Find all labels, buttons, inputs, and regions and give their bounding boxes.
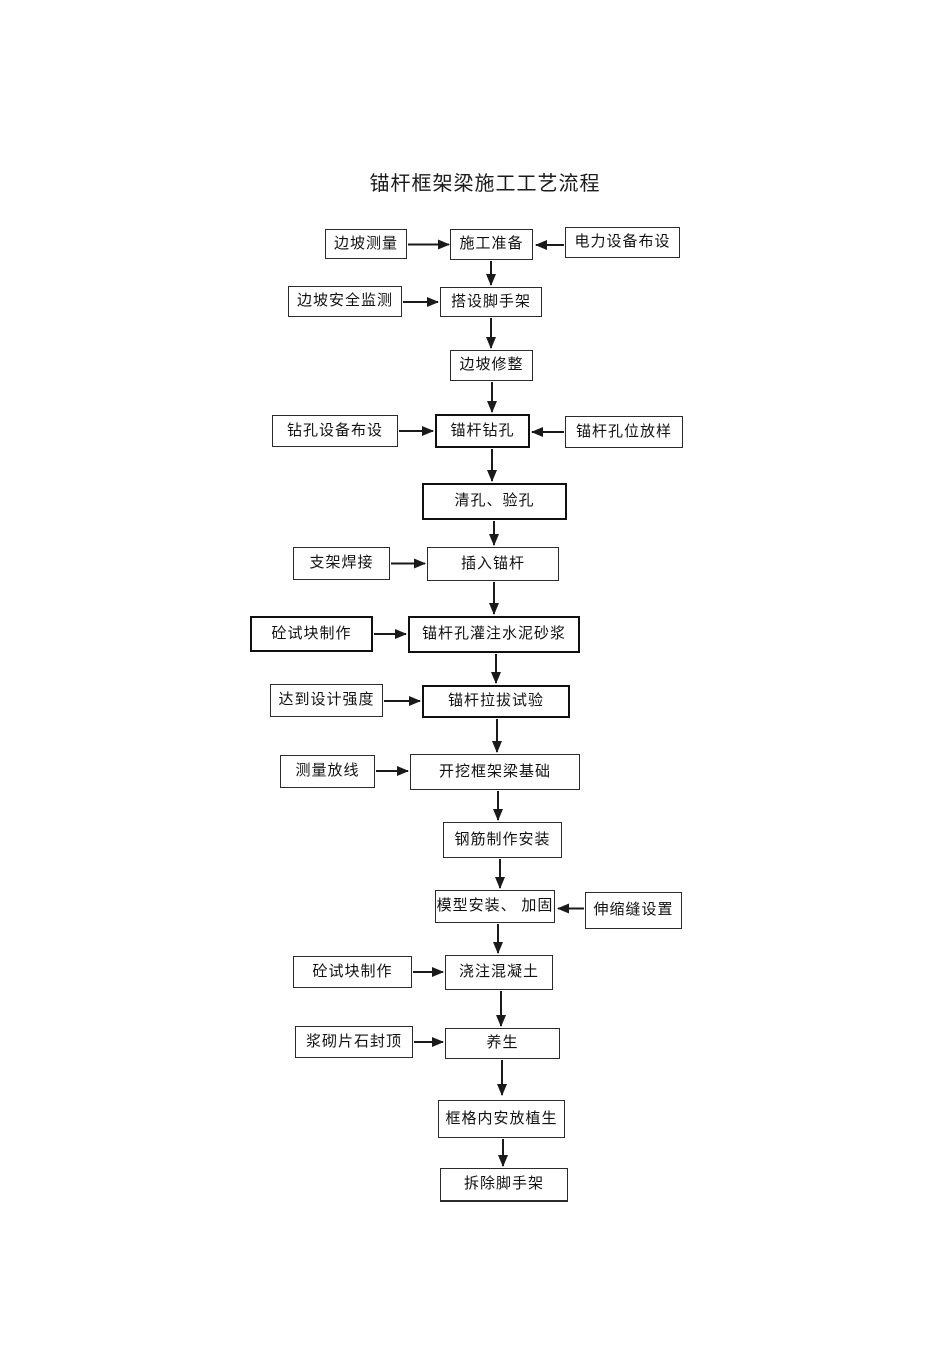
flow-node-pour-concrete: 浇注混凝土 [445, 955, 553, 990]
flow-node-anchor-hole-setting-out: 锚杆孔位放样 [565, 416, 683, 448]
flow-node-place-vegetation-in-frame: 框格内安放植生 [438, 1100, 565, 1138]
flow-node-power-equipment-layout: 电力设备布设 [565, 227, 680, 258]
flow-node-rebar-fabrication-installation: 钢筋制作安装 [443, 822, 562, 858]
flow-node-erect-scaffolding: 搭设脚手架 [440, 287, 542, 317]
flow-node-slope-safety-monitoring: 边坡安全监测 [288, 286, 402, 317]
flow-node-reach-design-strength: 达到设计强度 [270, 684, 383, 717]
flow-node-insert-anchor-rod: 插入锚杆 [427, 547, 559, 581]
flow-node-anchor-drilling: 锚杆钻孔 [435, 414, 530, 448]
flow-node-grout-cement-mortar: 锚杆孔灌注水泥砂浆 [408, 616, 580, 653]
flow-node-bracket-welding: 支架焊接 [293, 547, 390, 580]
flow-node-excavate-frame-beam-foundation: 开挖框架梁基础 [410, 754, 580, 790]
flow-node-concrete-test-block-2: 砼试块制作 [293, 956, 412, 988]
flow-node-slope-survey: 边坡测量 [325, 229, 407, 259]
flow-node-survey-setting-out: 测量放线 [280, 755, 375, 788]
flow-node-curing: 养生 [445, 1028, 560, 1059]
flow-node-hole-cleaning-inspection: 清孔、验孔 [422, 483, 567, 520]
flow-node-slope-trimming: 边坡修整 [450, 350, 533, 381]
flow-node-expansion-joint-setting: 伸缩缝设置 [585, 892, 682, 929]
flow-node-concrete-test-block-1: 砼试块制作 [250, 616, 373, 652]
page-title: 锚杆框架梁施工工艺流程 [369, 173, 601, 195]
flow-node-mortar-rubble-capping: 浆砌片石封顶 [295, 1026, 413, 1058]
flow-node-anchor-pullout-test: 锚杆拉拔试验 [422, 685, 570, 718]
flow-node-dismantle-scaffolding: 拆除脚手架 [440, 1168, 568, 1202]
flow-node-construction-preparation: 施工准备 [450, 229, 533, 260]
flow-node-drilling-equipment-layout: 钻孔设备布设 [272, 415, 398, 447]
flow-node-formwork-install-reinforce: 模型安装、 加固 [435, 890, 555, 923]
